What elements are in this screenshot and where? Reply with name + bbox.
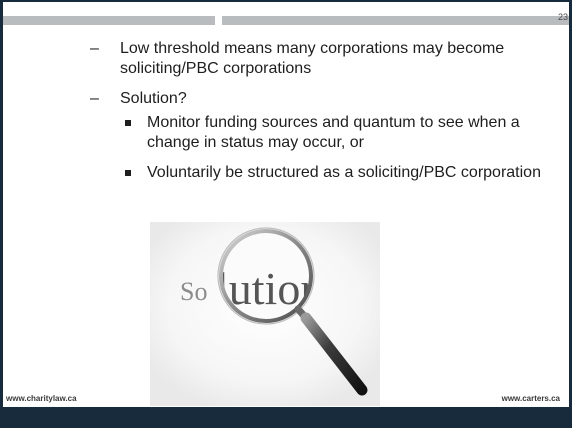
header-bar-right bbox=[222, 16, 569, 25]
bullet-text: Solution? bbox=[120, 90, 187, 107]
dash-marker: – bbox=[90, 40, 99, 57]
footer-bar bbox=[3, 407, 569, 428]
footer-right-url[interactable]: www.carters.ca bbox=[501, 394, 560, 403]
sub-bullet-text: Monitor funding sources and quantum to s… bbox=[147, 114, 520, 151]
bullet-text: Low threshold means many corporations ma… bbox=[120, 40, 505, 77]
footer-left-url[interactable]: www.charitylaw.ca bbox=[6, 394, 77, 403]
page-number: 23 bbox=[557, 12, 568, 22]
magnifying-glass-icon: So lution bbox=[150, 222, 380, 406]
square-bullet-icon bbox=[125, 120, 131, 126]
sub-bullet-text: Voluntarily be structured as a solicitin… bbox=[147, 164, 541, 181]
svg-text:So: So bbox=[180, 277, 207, 306]
frame-right-border bbox=[569, 0, 572, 428]
dash-marker: – bbox=[90, 90, 99, 107]
square-bullet-icon bbox=[125, 170, 131, 176]
header-bar-left bbox=[3, 16, 215, 25]
frame-left-border bbox=[0, 0, 3, 428]
svg-text:lution: lution bbox=[216, 263, 323, 314]
frame-top-border bbox=[0, 0, 572, 2]
